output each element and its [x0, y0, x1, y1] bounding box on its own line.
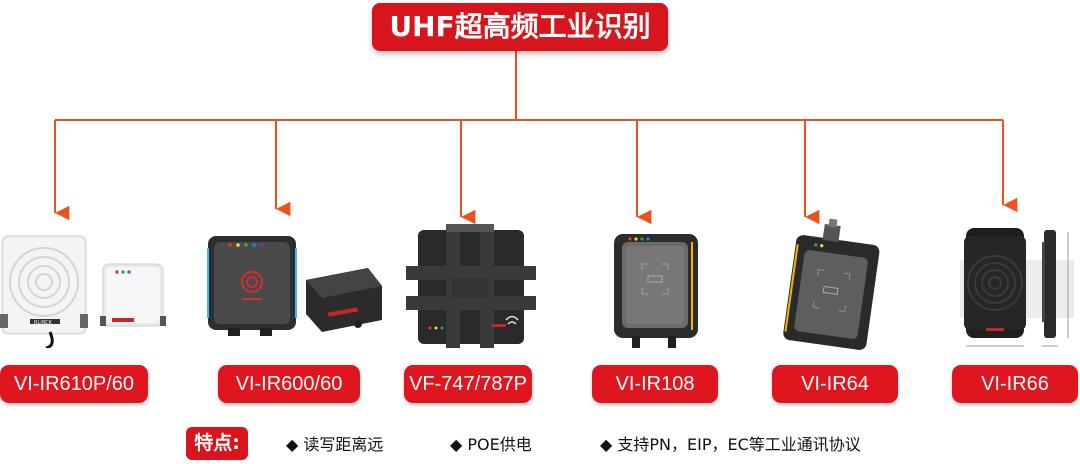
page-title: UHF超高频工业识别 [372, 3, 668, 51]
feature-item-protocols: ◆ 支持PN，EIP，EC等工业通讯协议 [600, 435, 861, 454]
product-label-ir66: VI-IR66 [952, 365, 1078, 403]
product-image-ir610p: RL/RCK [0, 235, 166, 348]
feature-item-long-range: ◆ 读写距离远 [286, 435, 384, 454]
product-image-ir108 [614, 234, 698, 348]
product-image-vf747 [406, 224, 536, 348]
product-label-vf747: VF-747/787P [404, 365, 532, 403]
product-image-ir64 [783, 218, 880, 350]
product-image-ir600 [207, 236, 382, 336]
device-brand-text: RL/RCK [34, 320, 53, 326]
features-heading: 特点: [186, 427, 248, 460]
feature-item-poe: ◆ POE供电 [450, 435, 532, 454]
product-image-ir66 [960, 228, 1074, 347]
product-label-ir610p: VI-IR610P/60 [0, 365, 148, 403]
product-label-ir64: VI-IR64 [772, 365, 898, 403]
product-label-ir600: VI-IR600/60 [218, 365, 360, 403]
product-label-ir108: VI-IR108 [592, 365, 718, 403]
